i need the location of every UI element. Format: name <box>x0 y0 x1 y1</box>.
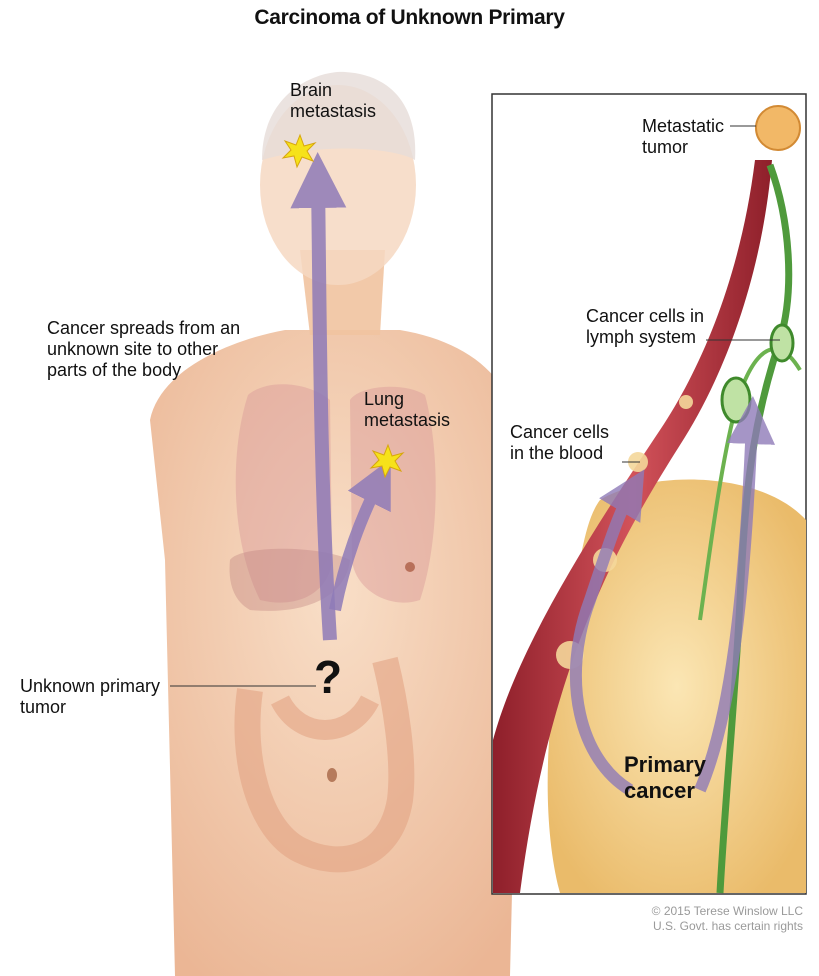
metastatic-tumor-blob <box>756 106 800 150</box>
primary-cancer-mass <box>548 480 806 893</box>
human-body <box>150 72 520 976</box>
lymph-node <box>722 378 750 422</box>
question-mark-icon: ? <box>314 652 342 702</box>
lymph-node <box>771 325 793 361</box>
